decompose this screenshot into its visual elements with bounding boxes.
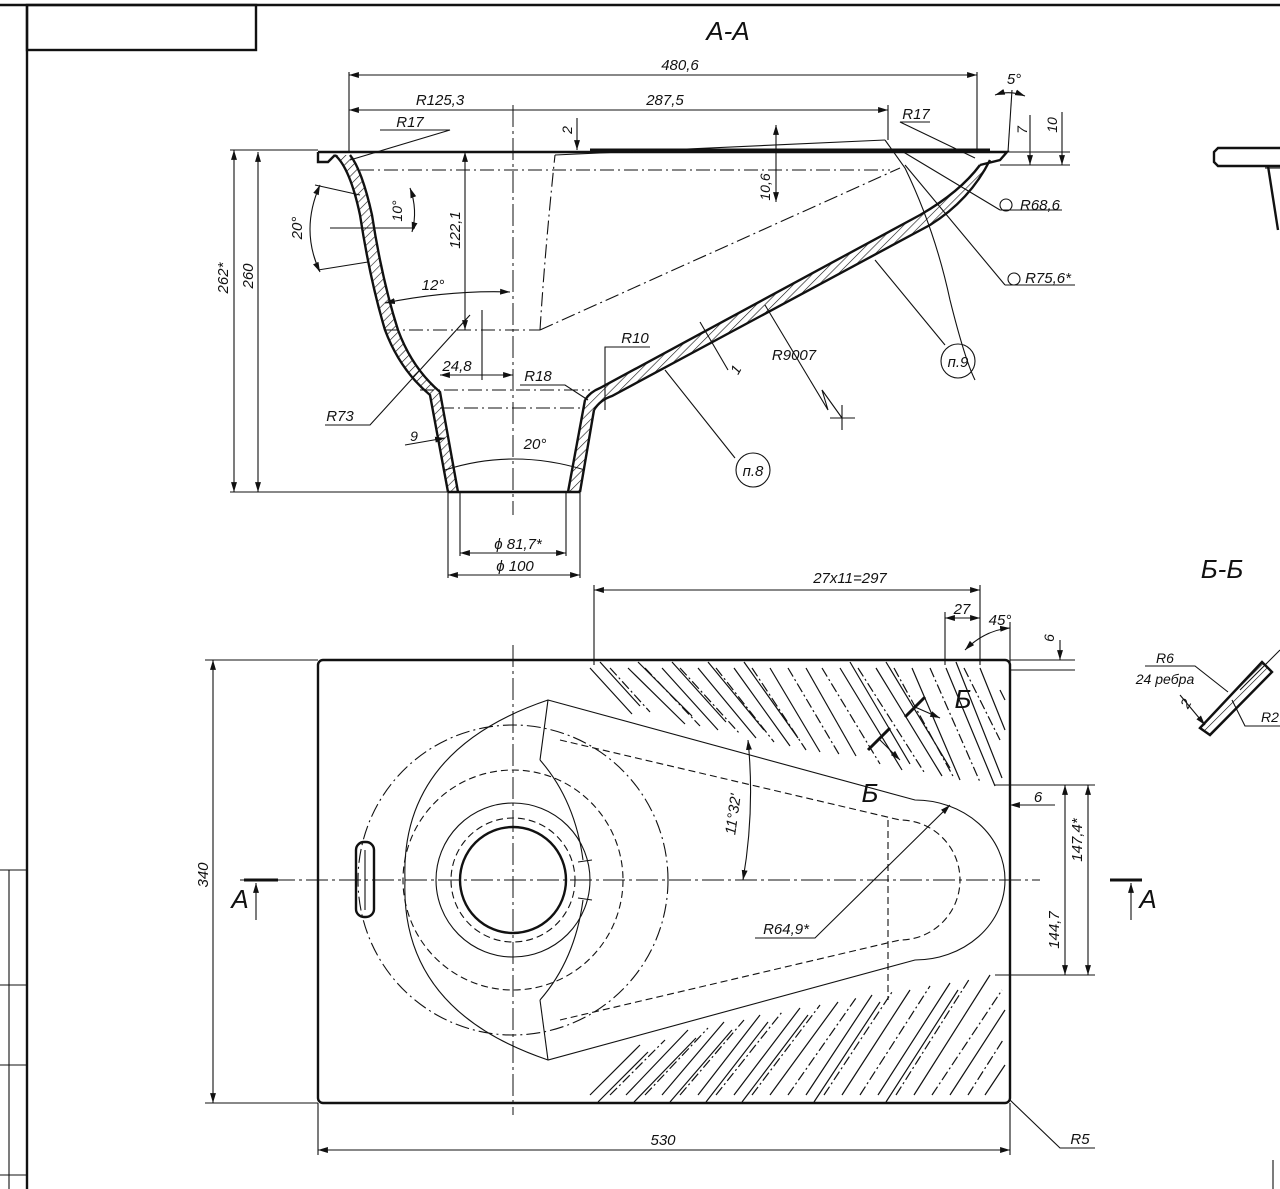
sheet-frame xyxy=(0,3,1280,1189)
section-mark-b-top: Б xyxy=(955,684,972,714)
callout-9: п.9 xyxy=(948,354,969,371)
section-marker-a-right: А xyxy=(1110,878,1157,920)
dim-rib-pitch: 27 xyxy=(953,601,971,618)
section-mark-a-right: А xyxy=(1137,884,1156,914)
section-bb-title: Б-Б xyxy=(1201,554,1244,584)
section-marker-a-left: А xyxy=(229,878,278,920)
title-box xyxy=(25,3,258,52)
dim-rib-offset-top: 6 xyxy=(1041,634,1057,642)
dim-rim-10: 10 xyxy=(1044,117,1060,133)
dim-angle-10: 10° xyxy=(389,200,405,222)
dim-dia-81-7: ϕ 81,7* xyxy=(494,536,543,553)
dim-bb-r6: R6 xyxy=(1156,650,1174,666)
dim-bb-ribs-count: 24 ребра xyxy=(1135,671,1195,687)
dim-offset-24-8: 24,8 xyxy=(441,358,472,375)
dim-height-260: 260 xyxy=(240,263,257,290)
ribs-bottom xyxy=(589,974,1006,1103)
dim-wall-1: 1 xyxy=(727,362,745,377)
dim-flange-angle: 5° xyxy=(1007,71,1021,88)
dim-wall-9: 9 xyxy=(410,428,418,444)
dim-height-262: 262* xyxy=(215,261,232,294)
section-aa-title: А-А xyxy=(704,16,749,46)
dim-angle-20-bottom: 20° xyxy=(523,436,547,453)
section-bb-detail: R6 24 ребра 2 R2 xyxy=(1135,649,1280,737)
dim-span: 287,5 xyxy=(645,92,684,109)
dim-rim-7: 7 xyxy=(1014,125,1030,134)
dim-rim-2: 2 xyxy=(559,126,575,135)
dim-r125: R125,3 xyxy=(416,92,465,109)
section-aa-dimensions: 480,6 R125,3 287,5 5° 7 10 2 10,6 R17 R1… xyxy=(215,57,1075,578)
dim-r75-6: R75,6* xyxy=(1025,270,1072,287)
dim-r68-6: R68,6 xyxy=(1020,197,1061,214)
dim-rib-angle: 45° xyxy=(989,612,1012,629)
callout-8: п.8 xyxy=(743,463,764,480)
callout-8-circle xyxy=(735,452,771,488)
dim-overall-width: 480,6 xyxy=(661,57,699,74)
dim-r73: R73 xyxy=(326,408,354,425)
dim-depth-122-1: 122,1 xyxy=(447,211,464,249)
callout-9-circle xyxy=(940,343,976,379)
dim-angle-20-top: 20° xyxy=(289,217,306,241)
section-marker-b: Б Б xyxy=(862,684,972,808)
dim-147-4: 147,4* xyxy=(1069,817,1086,862)
dim-r64-9: R64,9* xyxy=(763,921,810,938)
dim-width-530: 530 xyxy=(650,1132,676,1149)
dim-slope-angle: 11°32' xyxy=(722,792,745,836)
dim-bb-r2: R2 xyxy=(1261,709,1279,725)
dim-r10: R10 xyxy=(621,330,649,347)
overflow-slot xyxy=(354,840,376,919)
dim-r5: R5 xyxy=(1070,1131,1090,1148)
section-mark-b-bottom: Б xyxy=(862,778,879,808)
plan-view xyxy=(240,645,1040,1115)
dim-height-340: 340 xyxy=(195,862,212,888)
section-aa-view xyxy=(316,105,1010,515)
dim-r18: R18 xyxy=(524,368,552,385)
dim-rib-offset-side: 6 xyxy=(1034,789,1043,806)
dim-dia-100: ϕ 100 xyxy=(496,558,534,575)
dim-r17-right: R17 xyxy=(902,106,930,123)
dim-r9007: R9007 xyxy=(772,347,817,364)
dim-r17-left: R17 xyxy=(396,114,424,131)
dim-rib-span: 27x11=297 xyxy=(812,570,887,587)
section-mark-a-left: А xyxy=(229,884,248,914)
dim-angle-12: 12° xyxy=(422,277,445,294)
dim-144-7: 144,7 xyxy=(1046,911,1063,949)
plan-view-dimensions: 27x11=297 27 45° 6 6 144,7 147,4* 340 53… xyxy=(195,570,1095,1155)
dim-depth-10-6: 10,6 xyxy=(757,173,773,200)
side-view-fragment xyxy=(1212,146,1280,231)
ribs-top xyxy=(589,661,1006,787)
